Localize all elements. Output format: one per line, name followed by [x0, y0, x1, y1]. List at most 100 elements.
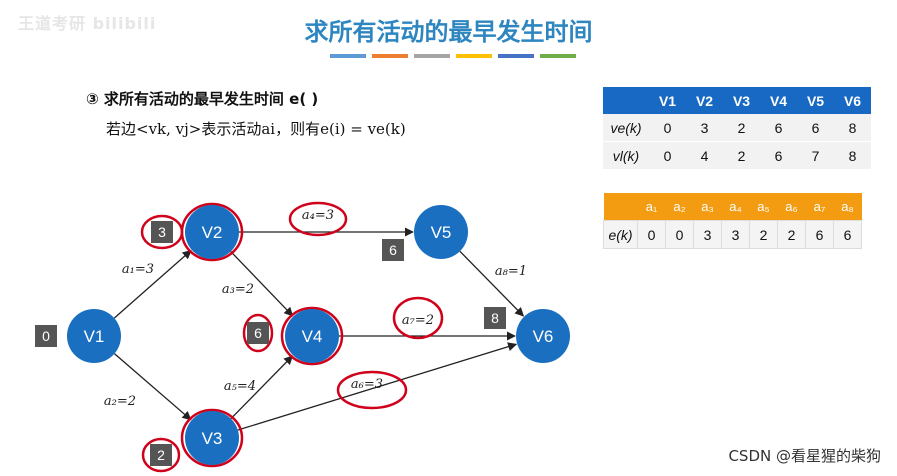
annotation-circle	[180, 202, 244, 262]
node-V5	[414, 205, 468, 259]
table-cell: 6	[805, 220, 834, 249]
edge-V5-V6	[459, 250, 525, 317]
ve-badge	[484, 307, 506, 329]
table-header-cell: V2	[686, 87, 723, 114]
annotation-circle	[280, 306, 344, 366]
node-label: V6	[533, 327, 554, 346]
edge-V1-V2	[113, 249, 192, 319]
node-label: V5	[431, 223, 452, 242]
table-cell: 4	[686, 141, 723, 170]
edge-label: a₈=1	[495, 264, 527, 279]
table-header-cell	[603, 193, 638, 221]
table-header-cell: a₁	[637, 193, 666, 221]
accent-bar	[540, 54, 576, 58]
table-cell: 7	[797, 141, 834, 170]
table-header-cell: a₄	[721, 193, 750, 221]
table-cell: 8	[834, 114, 871, 142]
accent-bar	[372, 54, 408, 58]
ve-badge	[35, 325, 57, 347]
accent-bar	[498, 54, 534, 58]
ve-badge-label: 0	[42, 328, 50, 344]
table-cell: 3	[721, 220, 750, 249]
edge-label: a₆=3	[351, 377, 383, 392]
table-cell: 0	[637, 220, 666, 249]
table-header-cell: a₅	[749, 193, 778, 221]
ve-badge-label: 3	[158, 224, 166, 240]
node-label: V4	[302, 327, 323, 346]
node-label: V2	[202, 223, 223, 242]
row-header-cell: vl(k)	[603, 141, 649, 170]
table-cell: 6	[833, 220, 862, 249]
table-header-cell: V6	[834, 87, 871, 114]
table-cell: 6	[797, 114, 834, 142]
annotation-circle	[180, 408, 244, 468]
table-cell: 0	[665, 220, 694, 249]
accent-bar	[330, 54, 366, 58]
table-cell: 2	[749, 220, 778, 249]
table-cell: 2	[723, 141, 760, 170]
accent-bar	[456, 54, 492, 58]
table-cell: 6	[760, 114, 797, 142]
annotation-circle	[288, 201, 348, 237]
node-label: V1	[84, 327, 105, 346]
formula-text: 若边<vk, vj>表示活动ai，则有e(i) = ve(k)	[106, 120, 406, 138]
table-header-cell: V1	[649, 87, 686, 114]
table-cell: 6	[760, 141, 797, 170]
table-header-cell	[603, 87, 649, 114]
section-heading: ③ 求所有活动的最早发生时间 e( )	[86, 90, 319, 108]
row-header-cell: e(k)	[603, 220, 638, 249]
node-V6	[516, 309, 570, 363]
row-header-cell: ve(k)	[603, 114, 649, 142]
table-header-cell: a₇	[805, 193, 834, 221]
edge-label: a₁=3	[122, 262, 154, 277]
node-V4	[285, 309, 339, 363]
ve-badge	[151, 221, 173, 243]
edge-V3-V4	[230, 355, 294, 420]
node-V1	[67, 309, 121, 363]
edge-V1-V3	[114, 353, 192, 421]
ve-badge-label: 6	[389, 242, 397, 258]
table-header-cell: a₂	[665, 193, 694, 221]
slide-title: 求所有活动的最早发生时间	[304, 18, 593, 46]
ve-badge-label: 6	[254, 325, 262, 341]
node-label: V3	[202, 429, 223, 448]
ve-badge-label: 8	[491, 310, 499, 326]
table-header-cell: V5	[797, 87, 834, 114]
edge-V3-V6	[237, 342, 518, 431]
annotation-circle	[242, 313, 274, 353]
edge-V2-V4	[230, 251, 294, 317]
table-cell: 8	[834, 141, 871, 170]
edge-label: a₂=2	[104, 394, 136, 409]
table-cell: 0	[649, 114, 686, 142]
table-cell: 2	[777, 220, 806, 249]
annotation-circle	[336, 370, 408, 410]
annotation-circle	[141, 437, 181, 473]
edge-label: a₃=2	[222, 282, 254, 297]
table-header-cell: a₆	[777, 193, 806, 221]
ve-badge	[247, 322, 269, 344]
watermark-top: 王道考研 bilibili	[18, 14, 157, 33]
ve-badge	[382, 239, 404, 261]
table-cell: 3	[686, 114, 723, 142]
table-header-cell: V3	[723, 87, 760, 114]
annotation-circle	[392, 296, 444, 340]
table-header-cell: a₃	[693, 193, 722, 221]
table-header-cell: V4	[760, 87, 797, 114]
table-cell: 2	[723, 114, 760, 142]
table-cell: 0	[649, 141, 686, 170]
edge-label: a₅=4	[224, 379, 256, 394]
accent-bar	[414, 54, 450, 58]
edge-label: a₄=3	[302, 208, 334, 223]
edge-label: a₇=2	[402, 313, 434, 328]
table-header-cell: a₈	[833, 193, 862, 221]
table-cell: 3	[693, 220, 722, 249]
ve-badge	[150, 444, 172, 466]
node-V2	[185, 205, 239, 259]
watermark-bottom: CSDN @看星猩的柴狗	[728, 447, 881, 465]
